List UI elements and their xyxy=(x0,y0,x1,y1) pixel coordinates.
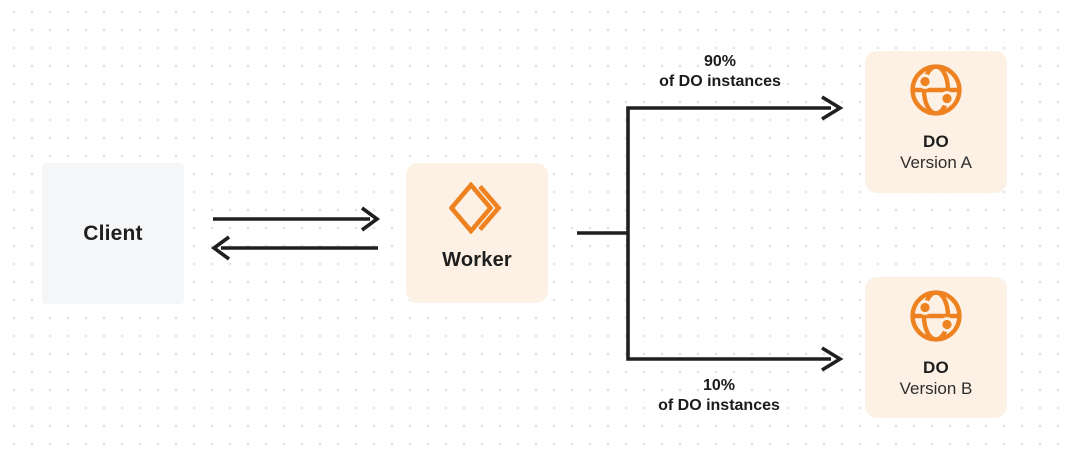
arrowhead-worker-to-client xyxy=(210,235,231,261)
node-do-version-b: DO Version B xyxy=(865,277,1007,418)
do-a-subtitle: Version A xyxy=(900,153,972,172)
globe-icon xyxy=(910,290,962,342)
do-b-subtitle: Version B xyxy=(899,379,973,398)
arrowhead-to-version-b xyxy=(821,346,844,372)
globe-dot-lower xyxy=(942,93,952,104)
edge-label-version-a: 90% of DO instances xyxy=(600,52,840,92)
edge-b-caption: of DO instances xyxy=(658,397,780,414)
connector-branch xyxy=(626,106,831,361)
node-do-version-a: DO Version A xyxy=(865,51,1007,193)
globe-dot-upper xyxy=(920,76,930,87)
do-b-title: DO xyxy=(923,358,949,377)
arrowhead-to-version-a xyxy=(821,95,844,121)
globe-icon xyxy=(910,64,962,116)
globe-dot-lower xyxy=(942,319,952,330)
workers-logo-icon xyxy=(449,182,502,234)
node-worker: Worker xyxy=(406,163,548,303)
edge-a-caption: of DO instances xyxy=(659,73,781,90)
arrowhead-client-to-worker xyxy=(360,206,381,232)
do-a-title: DO xyxy=(923,132,949,151)
globe-dot-upper xyxy=(920,302,930,313)
client-label: Client xyxy=(83,221,143,245)
worker-label: Worker xyxy=(442,249,512,271)
edge-a-percent: 90% xyxy=(703,53,737,70)
node-client: Client xyxy=(42,163,184,304)
edge-label-version-b: 10% of DO instances xyxy=(599,376,839,416)
edge-b-percent: 10% xyxy=(702,377,736,394)
